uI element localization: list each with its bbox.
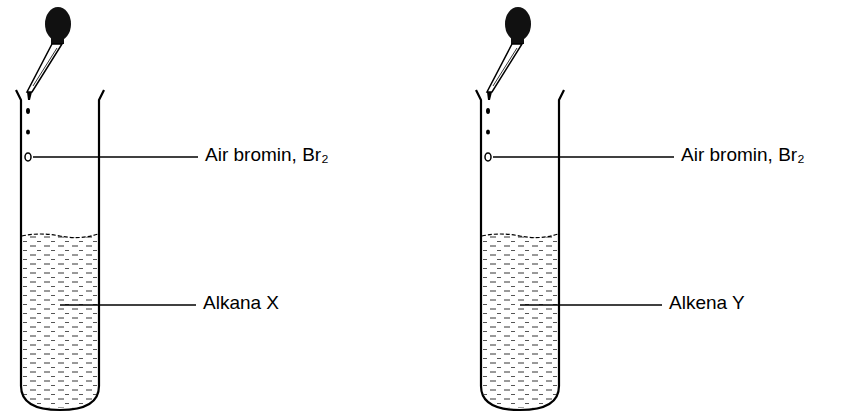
sample-label: Alkena Y (669, 292, 745, 315)
reagent-label: Air bromin, Br₂ (681, 144, 805, 167)
leader-lines (33, 157, 674, 305)
sample-label: Alkana X (203, 292, 279, 315)
reagent-label: Air bromin, Br₂ (205, 144, 329, 167)
